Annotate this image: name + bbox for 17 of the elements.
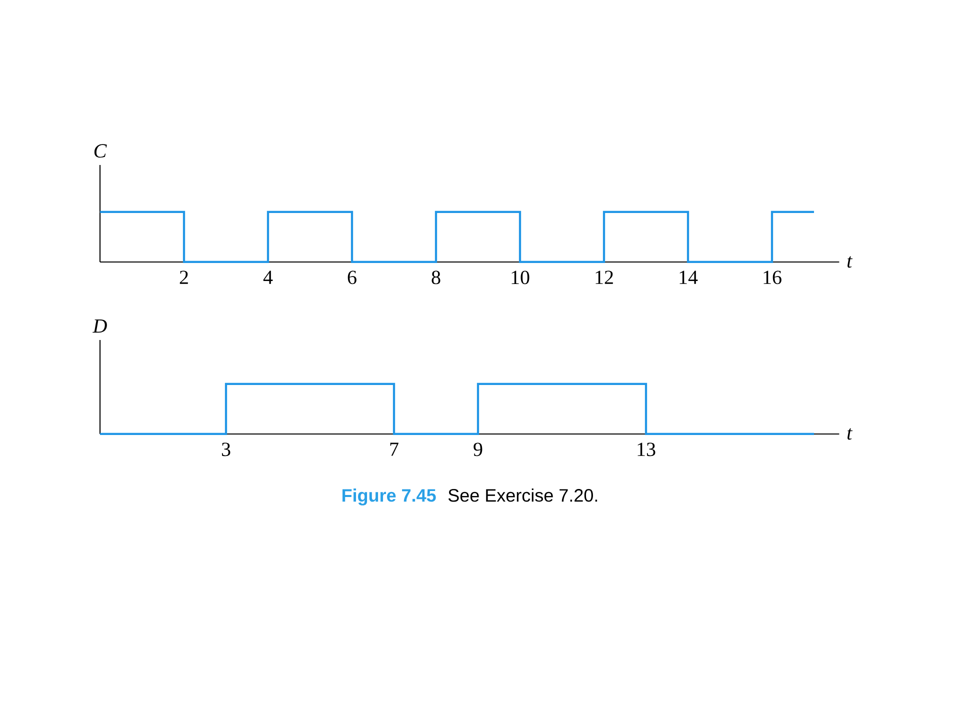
y-axis-title: C [94,144,107,158]
x-tick-label: 8 [432,270,440,284]
x-tick-label: 16 [764,270,782,284]
x-tick-label: 3 [222,442,230,456]
x-tick-label: 6 [348,270,356,284]
y-axis-title: D [92,319,107,333]
x-tick-label: 4 [263,270,273,284]
x-tick-label: 12 [596,270,613,284]
x-tick-label: 14 [680,270,698,284]
x-tick-label: 2 [180,270,188,284]
x-axis-title: t [847,256,853,268]
caption: Figure 7.45 See Exercise 7.20. [342,488,598,506]
x-axis-title: t [847,428,853,440]
x-tick-label: 7 [390,442,398,456]
x-tick-label: 10 [512,270,530,284]
x-tick-label: 13 [638,442,656,456]
x-tick-label: 9 [474,442,482,456]
